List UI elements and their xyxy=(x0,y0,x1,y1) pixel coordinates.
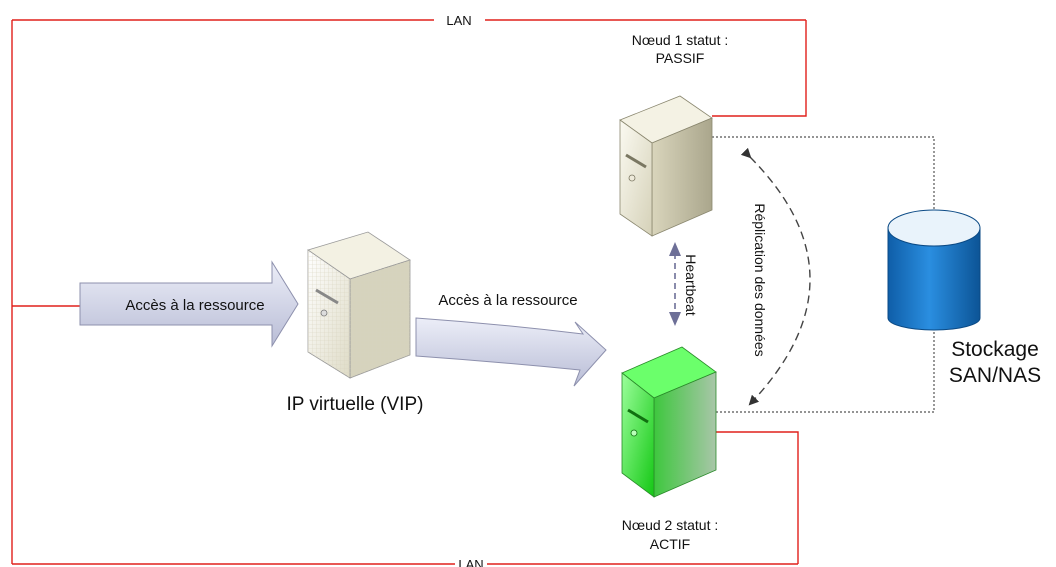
heartbeat-label: Heartbeat xyxy=(683,254,699,316)
storage-icon xyxy=(887,209,981,331)
replication-arrow xyxy=(740,147,811,406)
node1-status: PASSIF xyxy=(656,50,705,66)
vip-label: IP virtuelle (VIP) xyxy=(287,394,424,415)
replication-label: Réplication des données xyxy=(752,203,768,356)
vip-server-icon xyxy=(307,231,411,379)
node2-status: ACTIF xyxy=(650,536,690,552)
storage-label-line2: SAN/NAS xyxy=(949,364,1041,387)
access-arrow-1 xyxy=(79,260,299,348)
node1-server-icon xyxy=(619,95,713,237)
lan-bottom-label: LAN xyxy=(458,557,483,567)
node1-title: Nœud 1 statut : xyxy=(632,32,728,48)
node2-title: Nœud 2 statut : xyxy=(622,517,718,533)
lan-top-label: LAN xyxy=(446,13,471,28)
storage-label-line1: Stockage xyxy=(951,338,1039,361)
access-arrow-2 xyxy=(415,317,607,387)
heartbeat-arrow xyxy=(669,242,681,326)
access-label-2: Accès à la ressource xyxy=(438,292,577,309)
lan-wiring xyxy=(11,19,807,565)
node2-server-icon xyxy=(621,346,717,498)
storage-connectors xyxy=(712,136,935,413)
access-label-1: Accès à la ressource xyxy=(125,297,264,314)
